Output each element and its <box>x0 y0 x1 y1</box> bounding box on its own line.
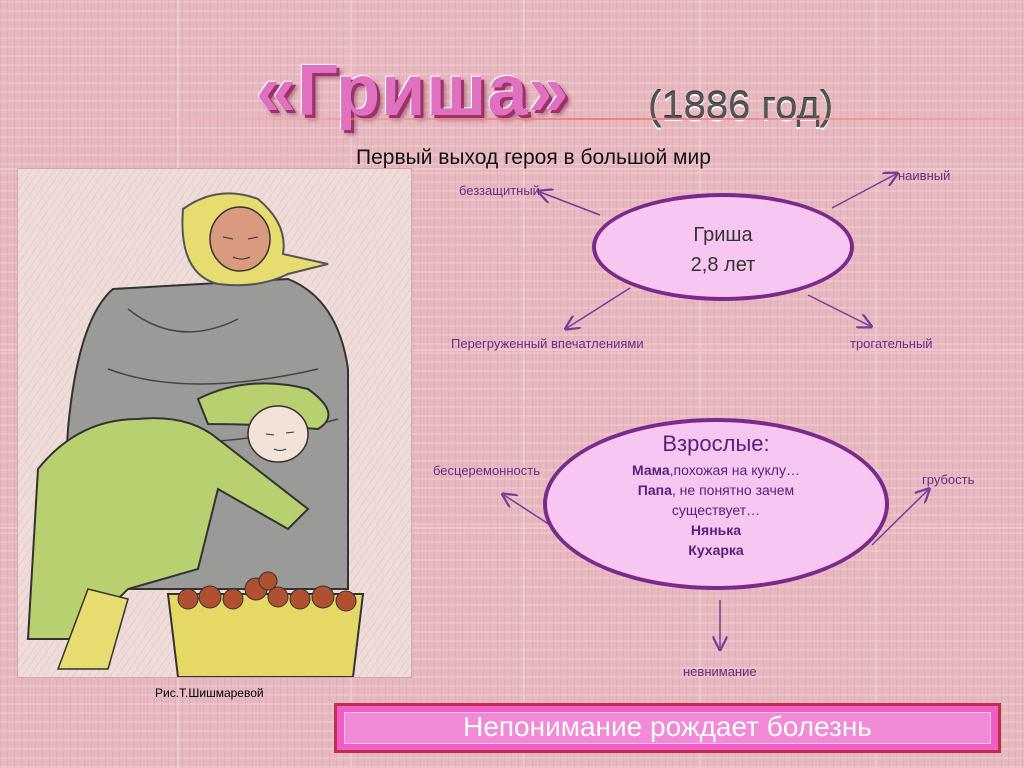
adults-papa: Папа, не понятно зачем <box>543 482 889 498</box>
slide-subtitle: Первый выход героя в большой мир <box>356 146 711 169</box>
adults-mama: Мама,похожая на куклу… <box>543 462 889 478</box>
trait-grubost: грубость <box>922 472 975 487</box>
trait-naivny: наивный <box>898 168 951 183</box>
illustration-drawing <box>18 169 411 678</box>
trait-bestseremonnost: бесцеремонность <box>433 463 541 478</box>
hero-name: Гриша <box>693 224 753 246</box>
title-divider <box>170 118 1024 120</box>
mama-desc: ,похожая на куклу… <box>669 462 800 478</box>
arrow-to-peregruzhenny <box>567 287 631 328</box>
mama-label: Мама <box>632 462 670 478</box>
arrow-to-naivny <box>831 174 896 209</box>
trait-peregruzhenny: Перегруженный впечатлениями <box>451 336 644 351</box>
hero-age: 2,8 лет <box>690 254 756 276</box>
illustration <box>17 168 412 678</box>
adults-ellipse <box>543 418 889 590</box>
trait-trogatelny: трогательный <box>850 336 933 351</box>
papa-desc: , не понятно зачем <box>671 482 795 498</box>
trait-bezzashchitny: беззащитный <box>459 183 540 198</box>
arrow-to-bestseremonnost <box>504 495 551 526</box>
adults-nanny: Нянька <box>690 522 742 538</box>
adults-heading: Взрослые: <box>662 431 770 456</box>
slide-title: «Гриша» <box>256 51 570 131</box>
hero-ellipse <box>592 193 854 301</box>
banner-inner <box>344 712 991 744</box>
arrow-to-grubost <box>871 490 928 546</box>
adults-cook: Кухарка <box>688 542 744 558</box>
papa-label: Папа <box>637 482 672 498</box>
title-year: (1886 год) <box>648 84 834 128</box>
illustration-caption: Рис.Т.Шишмаревой <box>155 686 264 700</box>
arrow-to-trogatelny <box>807 294 870 326</box>
arrow-to-bezzashchitny <box>540 192 601 216</box>
adults-papa-line2: существует… <box>671 502 761 518</box>
conclusion-banner <box>334 703 1001 753</box>
trait-nevnimanie: невнимание <box>683 664 757 679</box>
conclusion-text: Непонимание рождает болезнь <box>463 711 872 742</box>
